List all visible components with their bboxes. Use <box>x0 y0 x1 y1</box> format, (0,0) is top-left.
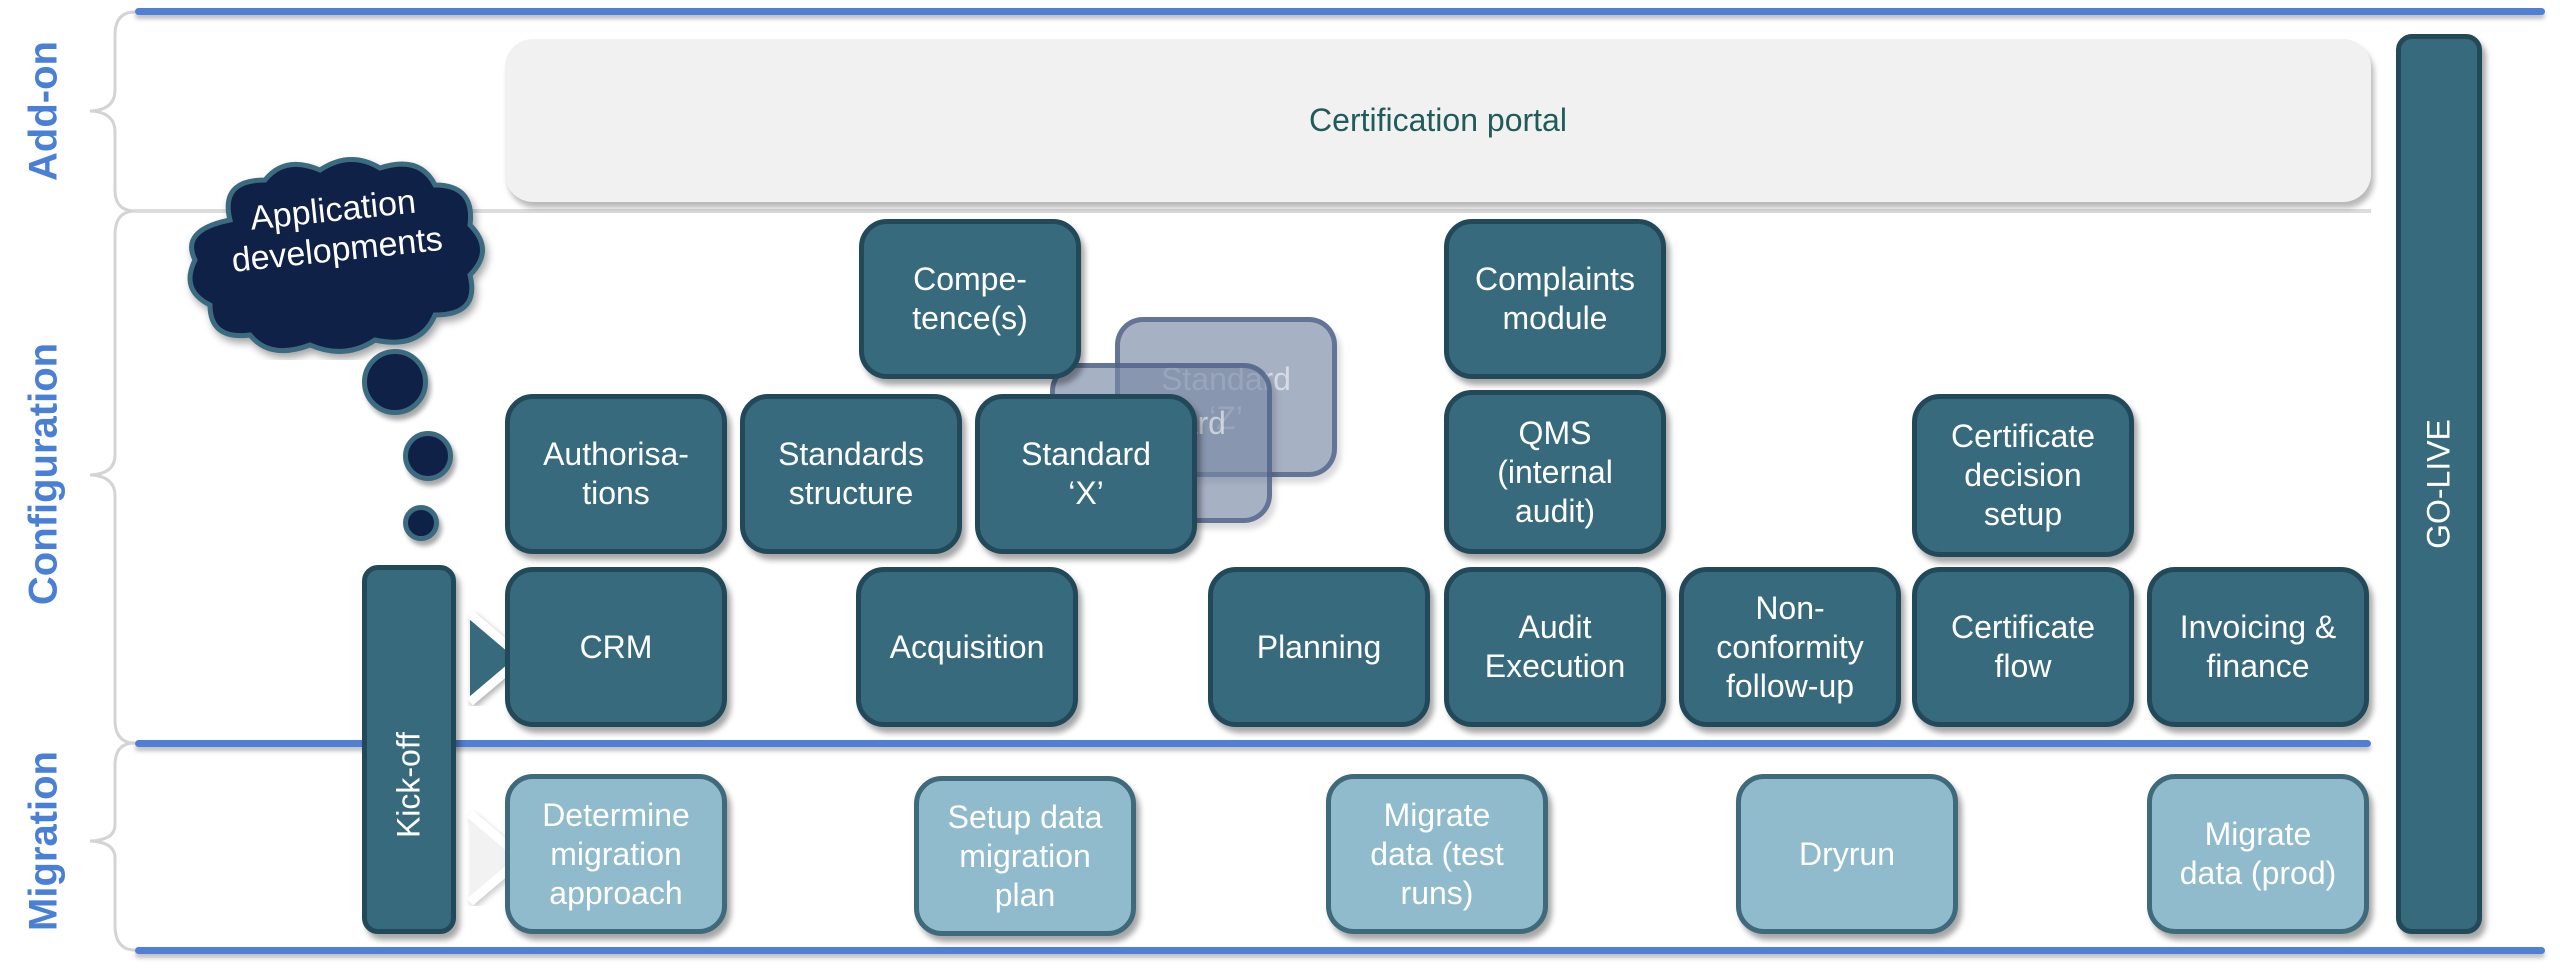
thought-bubble-medium <box>403 431 453 481</box>
dryrun-label: Dryrun <box>1798 835 1895 872</box>
competence-box[interactable]: Compe- tence(s) <box>859 219 1081 379</box>
setup-migration-plan-box[interactable]: Setup data migration plan <box>914 776 1136 936</box>
complaints-label: Complaints module <box>1474 261 1636 336</box>
competence-label: Compe- tence(s) <box>912 261 1028 336</box>
migrate-test-label: Migrate data (test runs) <box>1370 796 1504 911</box>
nonconformity-label: Non- conformity follow-up <box>1716 589 1864 704</box>
planning-box[interactable]: Planning <box>1208 567 1430 727</box>
section-label-addon: Add-on <box>21 41 66 181</box>
qms-label: QMS (internal audit) <box>1497 414 1613 529</box>
migrate-prod-label: Migrate data (prod) <box>2179 816 2337 891</box>
certificate-flow-label: Certificate flow <box>1950 609 2096 684</box>
brace-migration <box>89 741 136 952</box>
qms-box[interactable]: QMS (internal audit) <box>1444 390 1666 554</box>
audit-execution-box[interactable]: Audit Execution <box>1444 567 1666 727</box>
section-label-migration: Migration <box>21 751 66 931</box>
standard-x-box[interactable]: Standard ‘X’ <box>975 394 1197 554</box>
top-timeline-line <box>135 8 2545 15</box>
determine-migration-box[interactable]: Determine migration approach <box>505 774 727 934</box>
acquisition-box[interactable]: Acquisition <box>856 567 1078 727</box>
bottom-timeline-line <box>135 947 2545 954</box>
audit-execution-label: Audit Execution <box>1484 609 1626 684</box>
certificate-decision-label: Certificate decision setup <box>1950 418 2096 532</box>
setup-migration-plan-label: Setup data migration plan <box>947 798 1103 913</box>
authorisations-label: Authorisa- tions <box>543 436 689 511</box>
standard-x-label: Standard ‘X’ <box>1021 436 1151 511</box>
certificate-flow-box[interactable]: Certificate flow <box>1912 567 2134 727</box>
thought-bubble-large <box>362 349 428 415</box>
brace-addon <box>89 10 136 213</box>
complaints-box[interactable]: Complaints module <box>1444 219 1666 379</box>
addon-config-divider <box>135 209 2371 213</box>
acquisition-label: Acquisition <box>889 628 1045 665</box>
determine-migration-label: Determine migration approach <box>542 796 690 911</box>
brace-configuration <box>89 209 136 745</box>
planning-label: Planning <box>1256 628 1382 665</box>
migrate-prod-box[interactable]: Migrate data (prod) <box>2147 774 2369 934</box>
cloud-icon <box>187 157 485 354</box>
kickoff-label: Kick-off <box>390 732 427 839</box>
certificate-decision-box[interactable]: Certificate decision setup <box>1912 394 2134 557</box>
standards-structure-box[interactable]: Standards structure <box>740 394 962 554</box>
invoicing-label: Invoicing & finance <box>2179 609 2337 684</box>
crm-box[interactable]: CRM <box>505 567 727 727</box>
certification-portal-box[interactable]: Certification portal <box>505 39 2371 202</box>
standards-structure-label: Standards structure <box>778 436 924 511</box>
invoicing-box[interactable]: Invoicing & finance <box>2147 567 2369 727</box>
dryrun-box[interactable]: Dryrun <box>1736 774 1958 934</box>
golive-label: GO-LIVE <box>2420 419 2457 549</box>
config-migration-divider <box>135 740 2371 747</box>
migrate-test-box[interactable]: Migrate data (test runs) <box>1326 774 1548 934</box>
thought-bubble-small <box>403 505 439 541</box>
authorisations-box[interactable]: Authorisa- tions <box>505 394 727 554</box>
golive-bar[interactable]: GO-LIVE <box>2396 34 2482 934</box>
certification-portal-label: Certification portal <box>1309 102 1567 138</box>
section-braces <box>89 10 136 952</box>
section-label-configuration: Configuration <box>21 342 66 606</box>
nonconformity-box[interactable]: Non- conformity follow-up <box>1679 567 1901 727</box>
crm-label: CRM <box>579 628 653 665</box>
kickoff-bar[interactable]: Kick-off <box>362 565 456 934</box>
